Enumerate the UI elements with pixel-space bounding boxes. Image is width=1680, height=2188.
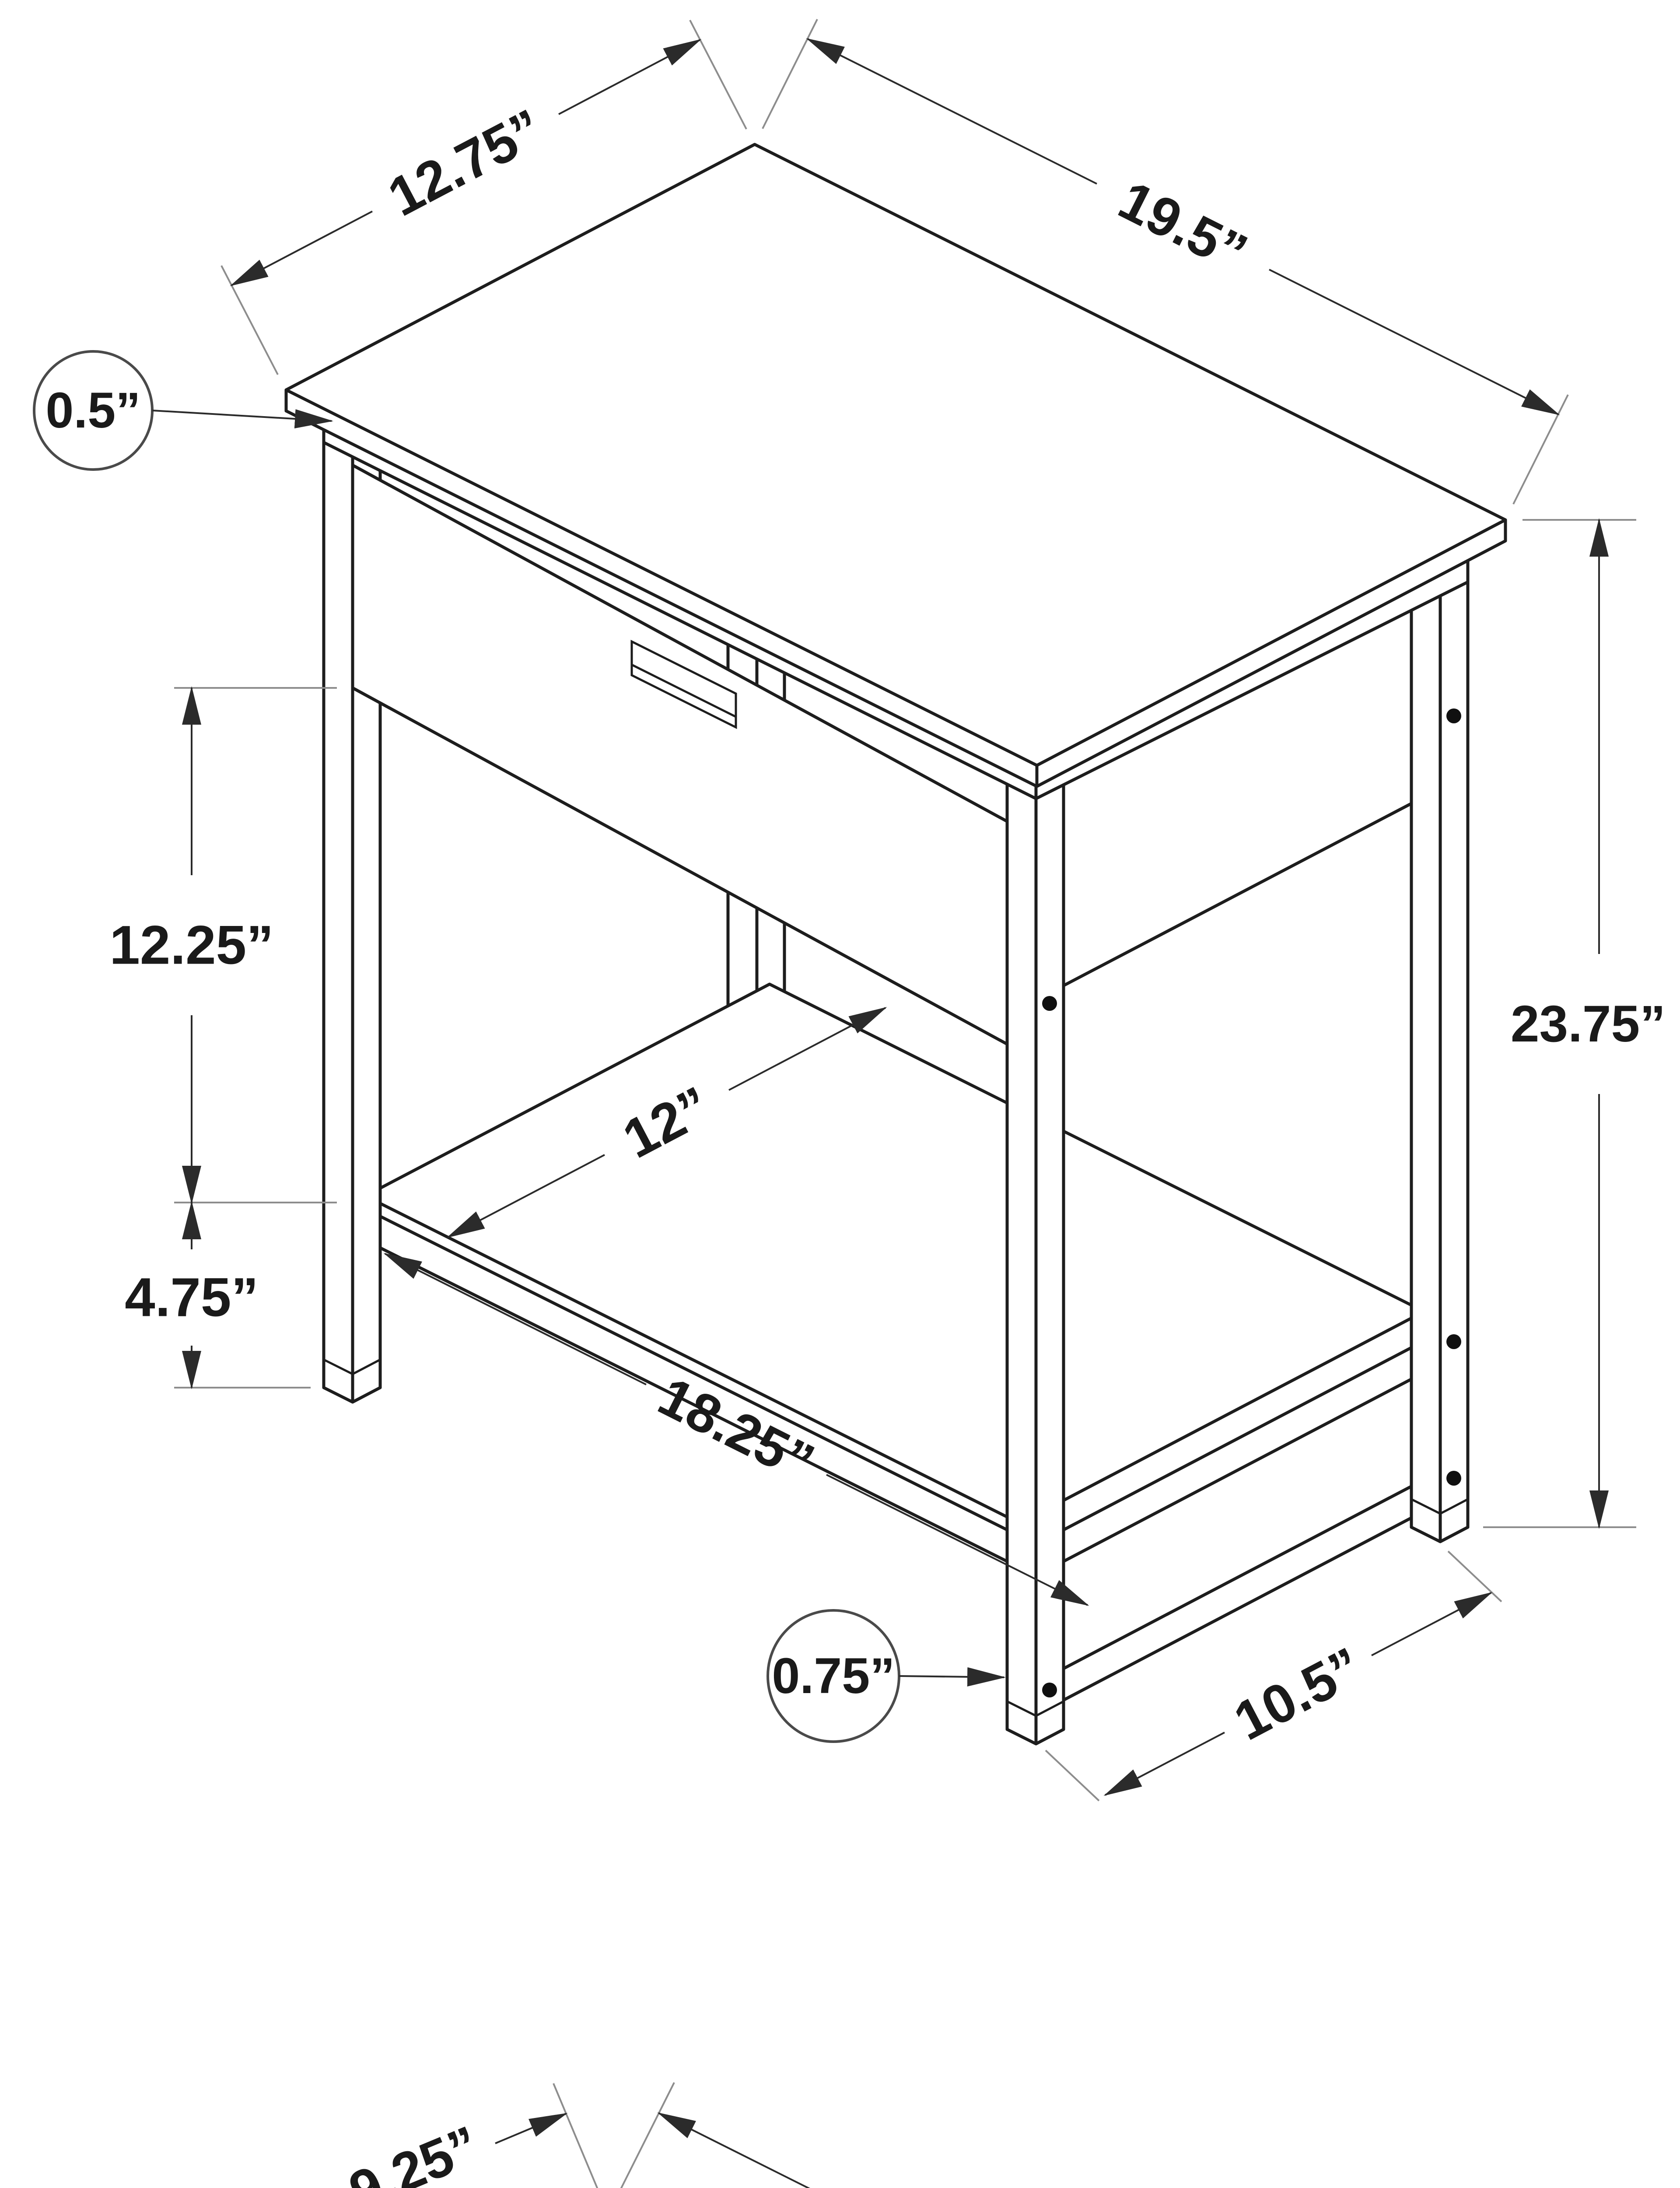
dim-top-depth-label: 12.75” [379,98,553,228]
dim-base-depth-label: 10.5” [1225,1636,1371,1752]
extension-lines [620,2082,675,2188]
extension-lines [1045,1550,1502,1802]
dim-shelf-to-floor: 4.75” [125,1201,311,1389]
dim-overall-height-label: 23.75” [1511,995,1666,1053]
screw-icon [1042,996,1057,1011]
dim-line [446,1154,605,1238]
screw-icon [1042,1683,1057,1697]
dim-line [495,2113,568,2144]
dim-drawer-depth-label: 9.25” [341,2114,488,2188]
screw-icon [1446,708,1461,723]
dim-line [1269,269,1560,415]
dim-line [728,1007,887,1091]
table-shelf [351,982,1442,1563]
table-feet-lines [323,1358,1469,1717]
dim-drawer-to-shelf-label: 12.25” [109,915,273,976]
table-screws [1042,708,1461,1697]
dim-line [826,1474,1089,1606]
extension-lines [1483,519,1636,1528]
table-legs [322,409,1470,1746]
table-top-slab [284,143,1507,788]
dim-top-thickness-label: 0.5” [46,382,140,438]
dim-line [1103,1732,1225,1796]
screw-icon [1446,1471,1461,1486]
drawer-isometric-view: 9.25” 15.25” 3.5” 16.75” 2.7 [341,2082,810,2188]
dim-drawer-depth: 9.25” [341,2083,598,2188]
dim-line [383,1253,647,1385]
extension-lines [553,2083,598,2188]
dim-shelf-to-floor-label: 4.75” [125,1267,259,1328]
callout-frame-thickness: 0.75” [766,1609,1006,1743]
dim-overall-height: 23.75” [1483,518,1666,1529]
extension-lines [174,687,337,1203]
table-drawer-handle-slot [630,639,737,729]
dim-frame-thickness-label: 0.75” [772,1648,895,1704]
dim-top-width-label: 19.5” [1110,169,1256,284]
dim-line [558,39,702,115]
screw-icon [1446,1334,1461,1349]
table-isometric-view: 12.75” 19.5” 0.5” 12.25” 4.75” [33,19,1666,1802]
leader-line [152,409,333,429]
table-drawer-front [351,463,1009,1046]
dim-line [1371,1592,1493,1656]
dim-line [806,38,1097,185]
dim-drawer-to-shelf: 12.25” [109,686,337,1204]
dim-line [657,2112,810,2188]
dim-line [230,210,373,286]
dim-drawer-inner-width: 15.25” [620,2082,810,2188]
callout-top-thickness: 0.5” [33,350,333,471]
leader-line [899,1667,1006,1687]
